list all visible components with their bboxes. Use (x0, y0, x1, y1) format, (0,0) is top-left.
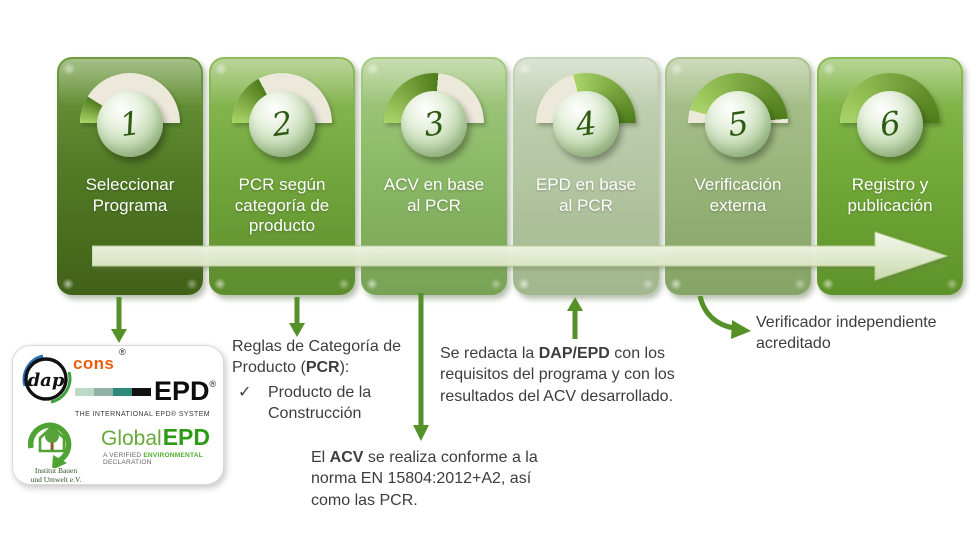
epd-bar-segment (75, 388, 94, 396)
flow-arrow-icon (92, 231, 949, 281)
ibu-logo-icon (27, 422, 72, 468)
arrow-step5-curved-icon (697, 296, 751, 339)
step-number: 1 (117, 103, 143, 145)
svg-text:dap: dap (28, 370, 65, 391)
step-number: 3 (421, 103, 447, 145)
dapcons-logo-icon: dap (22, 354, 72, 404)
step-label-wrap: EPD en base al PCR (513, 175, 659, 216)
global-epd-epd: EPD (162, 424, 210, 450)
global-epd-logo: Global EPD (101, 424, 210, 451)
step-6-box: 6 Registro y publicación (817, 57, 963, 295)
epd-note-bold: DAP/EPD (538, 345, 610, 362)
dapcons-cons-label: cons (73, 354, 115, 373)
epd-note-post: con los requisitos del programa y con lo… (440, 345, 675, 405)
program-logos-card: dap cons ® EPD ® THE INTERNATIONAL EPD® … (12, 345, 224, 485)
step-label: Verificación externa (694, 175, 782, 215)
step-number: 4 (573, 103, 599, 145)
pcr-rules-post: ): (339, 359, 350, 377)
acv-note-bold: ACV (329, 449, 364, 466)
step-number-badge: 2 (249, 91, 315, 157)
arrow-step1-down-icon (111, 297, 127, 343)
step-label-wrap: ACV en base al PCR (361, 175, 507, 216)
step-number-badge: 3 (401, 91, 467, 157)
international-epd-logo: EPD ® (75, 376, 217, 407)
arrow-step2-down-icon (289, 297, 305, 337)
epd-note-pre: Se redacta la (440, 345, 539, 362)
global-epd-tagline: A VERIFIED ENVIRONMENTAL DECLARATION (103, 452, 223, 466)
step-label: PCR según categoría de producto (234, 175, 330, 236)
pcr-rules-pre: Reglas de Categoría de Producto ( (232, 338, 401, 377)
step-number-badge: 4 (553, 91, 619, 157)
epd-registered-mark: ® (209, 379, 217, 389)
step-label-wrap: Verificación externa (665, 175, 811, 216)
global-epd-tagline-c: DECLARATION (103, 459, 152, 466)
step-label-wrap: PCR según categoría de producto (209, 175, 355, 237)
verifier-note: Verificador independiente acreditado (756, 312, 961, 355)
global-epd-global: Global (101, 427, 162, 450)
arrow-step3-down-icon (413, 293, 429, 441)
step-number: 6 (877, 103, 903, 145)
ibu-label-line1: Institut Bauen (34, 466, 78, 475)
epd-bar-segment (132, 388, 151, 396)
step-label-wrap: Seleccionar Programa (57, 175, 203, 216)
step-label: Seleccionar Programa (85, 175, 175, 215)
epd-bar-segment (113, 388, 132, 396)
step-number-badge: 6 (857, 91, 923, 157)
step-label: EPD en base al PCR (535, 175, 637, 215)
pcr-rules-text: Reglas de Categoría de Producto (PCR): (232, 336, 410, 379)
step-label-wrap: Registro y publicación (817, 175, 963, 216)
pcr-rules-item: Producto de la Construcción (268, 383, 372, 423)
verifier-note-text: Verificador independiente acreditado (756, 314, 937, 353)
acv-norm-note: El ACV se realiza conforme a la norma EN… (311, 447, 555, 511)
global-epd-tagline-b: ENVIRONMENTAL (143, 452, 203, 459)
ibu-label: Institut Bauen und Umwelt e.V. (19, 466, 93, 484)
step-1-box: 1 Seleccionar Programa (57, 57, 203, 295)
step-number: 2 (269, 103, 295, 145)
pcr-rules-bold: PCR (305, 359, 340, 377)
pcr-rules-note: Reglas de Categoría de Producto (PCR): ✓… (232, 336, 410, 425)
epd-drafting-note: Se redacta la DAP/EPD con los requisitos… (440, 343, 694, 407)
arrow-step4-up-icon (567, 297, 583, 339)
pcr-rules-bullet: ✓ Producto de la Construcción (232, 382, 410, 425)
dapcons-registered-mark: ® (119, 347, 126, 357)
step-number-badge: 5 (705, 91, 771, 157)
acv-note-pre: El (311, 449, 330, 466)
step-number: 5 (725, 103, 751, 145)
epd-wordmark: EPD (154, 376, 210, 407)
ibu-label-line2: und Umwelt e.V. (30, 475, 82, 484)
step-label: Registro y publicación (847, 175, 933, 215)
global-epd-tagline-a: A VERIFIED (103, 452, 144, 459)
international-epd-tagline: THE INTERNATIONAL EPD® SYSTEM (75, 411, 210, 418)
checkmark-icon: ✓ (238, 383, 252, 401)
step-number-badge: 1 (97, 91, 163, 157)
acv-note-post: se realiza conforme a la norma EN 15804:… (311, 449, 538, 509)
step-label: ACV en base al PCR (383, 175, 485, 215)
epd-bar-segment (94, 388, 113, 396)
